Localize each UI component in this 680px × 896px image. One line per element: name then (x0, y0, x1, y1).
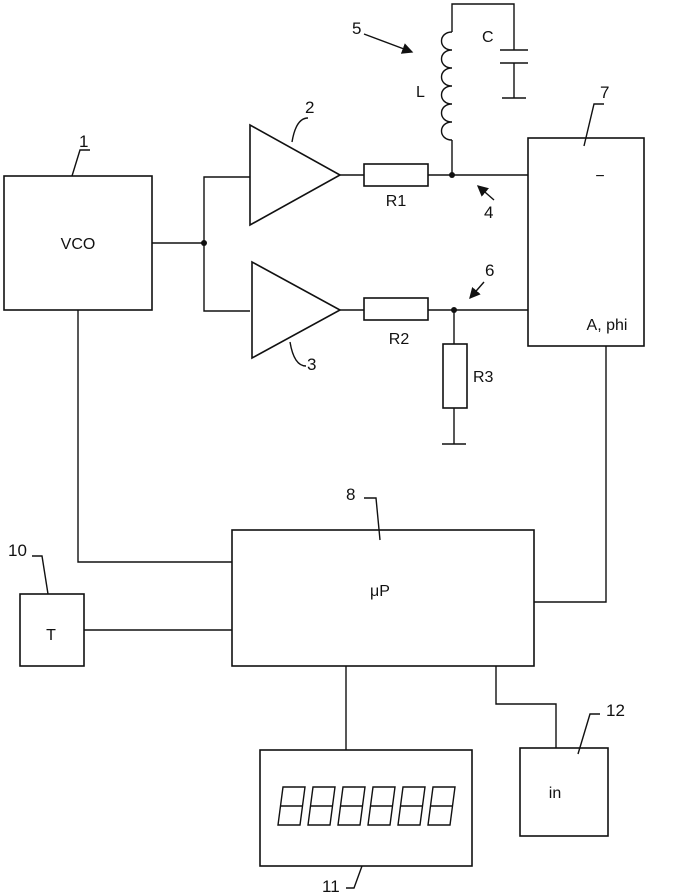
ref-leader-11 (346, 866, 362, 888)
arrow-5 (364, 34, 412, 52)
c-label: C (482, 29, 494, 46)
inductor-l (442, 32, 453, 140)
analyzer-block: − A, phi (528, 138, 644, 346)
ref-8: 8 (346, 485, 355, 504)
resistor-r1 (364, 164, 428, 186)
ref-5: 5 (352, 19, 361, 38)
t-label: T (46, 627, 56, 644)
mp-label: μP (370, 583, 390, 600)
ref-leader-3 (290, 342, 306, 366)
arrow-6 (470, 282, 484, 298)
ref-4: 4 (484, 203, 493, 222)
arrow-4 (478, 186, 494, 200)
ref-leader-10 (32, 556, 48, 594)
amplifier-3 (252, 262, 340, 358)
wire-vco-mp (78, 310, 232, 562)
wire-to-amp-3 (204, 243, 250, 311)
l-label: L (416, 84, 425, 101)
ref-6: 6 (485, 261, 494, 280)
ref-3: 3 (307, 355, 316, 374)
display-block (260, 750, 472, 866)
analyzer-label: A, phi (587, 317, 628, 334)
analyzer-minus: − (595, 168, 604, 185)
vco-label: VCO (61, 236, 96, 253)
resistor-r2 (364, 298, 428, 320)
wire-analyzer-mp (534, 346, 606, 602)
amplifier-2 (250, 125, 340, 225)
resistor-r3 (443, 344, 467, 408)
ref-1: 1 (79, 132, 88, 151)
ref-10: 10 (8, 541, 27, 560)
ref-12: 12 (606, 701, 625, 720)
ref-leader-1 (72, 150, 90, 176)
r1-label: R1 (386, 193, 407, 210)
t-block: T (20, 594, 84, 666)
in-block: in (520, 748, 608, 836)
in-label: in (549, 785, 561, 802)
wire-to-amp-2 (204, 177, 250, 243)
vco-block: VCO (4, 176, 152, 310)
ref-7: 7 (600, 83, 609, 102)
r3-label: R3 (473, 369, 494, 386)
microprocessor-block: μP (232, 530, 534, 666)
wire-mp-in (496, 666, 556, 748)
ref-11: 11 (322, 877, 340, 896)
ref-2: 2 (305, 98, 314, 117)
r2-label: R2 (389, 331, 410, 348)
ref-leader-2 (292, 118, 308, 142)
